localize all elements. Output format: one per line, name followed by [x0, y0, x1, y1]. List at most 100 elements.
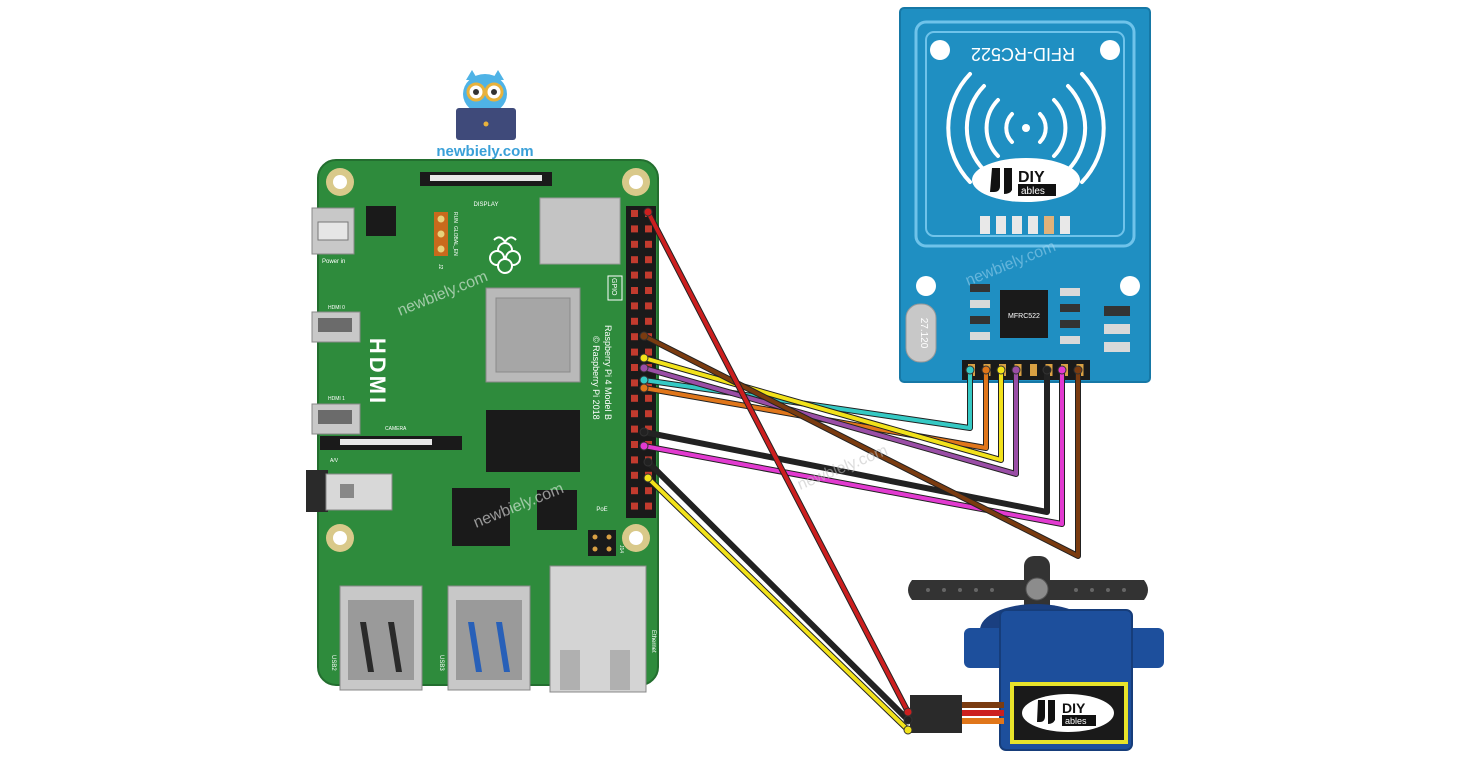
ethernet-chip: [537, 490, 577, 530]
wire-endpoint: [639, 441, 649, 451]
gpio-pin: [631, 302, 638, 310]
wire-brown: [642, 334, 1080, 558]
wire-endpoints: [639, 207, 1083, 735]
wire-endpoint: [639, 331, 649, 341]
gpio-pin: [631, 441, 638, 448]
servo-cable: [960, 702, 1004, 724]
servo-brand-bottom: ables: [1065, 716, 1087, 726]
servo-horn-holes: [926, 588, 1126, 592]
wire-endpoint: [639, 427, 649, 437]
gpio-pin: [631, 348, 638, 356]
gpio-pin: [631, 502, 638, 510]
model-line1: Raspberry Pi 4 Model B: [603, 325, 613, 420]
rfid-brand-top: DIY: [1018, 169, 1045, 186]
servo-motor: DIY ables: [908, 556, 1164, 751]
gpio-label: GPIO: [610, 278, 617, 296]
wire-endpoint: [981, 365, 991, 375]
wire-yellow: [642, 356, 1003, 462]
usb2-label: USB2: [330, 655, 336, 671]
gpio-pin: [631, 225, 638, 233]
wire-endpoint: [996, 365, 1006, 375]
rfid-hole-br: [1120, 276, 1140, 296]
ethernet-label: Ethernet: [650, 630, 656, 653]
j14-label: J14: [618, 545, 624, 553]
usb3-port: [447, 585, 531, 691]
gpio-pin: [645, 487, 652, 495]
rfid-pin: [1030, 364, 1037, 376]
wire-red: [646, 210, 910, 714]
wire-endpoint: [639, 383, 649, 393]
wire-black: [646, 460, 910, 722]
model-line2: © Raspberry Pi 2018: [591, 336, 601, 420]
gpio-pin: [631, 487, 638, 495]
rfid-hole-bl: [916, 276, 936, 296]
gpio-pin: [631, 471, 638, 479]
gpio-pin: [631, 364, 638, 371]
ethernet-port: [549, 565, 647, 693]
gpio-pin: [645, 348, 652, 356]
usb-controller-chip: [452, 488, 510, 546]
wire-yellow: [646, 476, 910, 732]
gpio-pin: [631, 256, 638, 264]
wire-endpoint: [639, 363, 649, 373]
gpio-pin: [631, 333, 638, 341]
gpio-pin: [631, 425, 638, 433]
ram-chip: [486, 410, 580, 472]
servo-brand-top: DIY: [1062, 700, 1086, 716]
site-name: newbiely.com: [436, 143, 533, 160]
av-jack: [306, 470, 328, 512]
gpio-pin: [631, 456, 638, 464]
rfid-pin-header: [962, 360, 1090, 380]
rfid-title: RFID-RC522: [971, 44, 1075, 64]
newbiely-logo: newbiely.com: [436, 70, 534, 160]
antenna-coil: [914, 20, 1136, 248]
gpio-pin: [631, 210, 638, 217]
wire-endpoint: [639, 353, 649, 363]
wire-purple: [642, 366, 1018, 476]
mounting-holes: [326, 168, 650, 552]
gpio-pin: [631, 394, 638, 402]
rfid-hole-tr: [1100, 40, 1120, 60]
rfid-brand-bottom: ables: [1021, 186, 1045, 197]
wifi-module: [539, 197, 621, 265]
gpio-pin: [631, 287, 638, 294]
gpio-pin: [645, 502, 652, 510]
wire-orange: [642, 368, 988, 450]
gpio-pin: [645, 410, 652, 418]
raspberry-logo-icon: [489, 236, 521, 274]
hdmi0-label: HDMI 0: [328, 305, 345, 311]
wire-endpoint: [1042, 365, 1052, 375]
hdmi1-label: HDMI 1: [328, 396, 345, 402]
wire-endpoint: [639, 375, 649, 385]
wire-endpoint: [1073, 365, 1083, 375]
gpio-pin: [631, 317, 638, 325]
wires: [641, 209, 1081, 733]
power-label: Power in: [322, 259, 345, 265]
gpio-pin: [631, 379, 638, 387]
gpio-pin: [645, 271, 652, 279]
mfrc522-chip: MFRC522: [1000, 290, 1048, 338]
gpio-pin: [631, 410, 638, 418]
wire-endpoint: [643, 207, 653, 217]
j2-label: J2: [437, 264, 443, 270]
rfid-diyables-logo: DIY ables: [972, 158, 1080, 202]
rfid-hole-tl: [930, 40, 950, 60]
wire-endpoint: [903, 715, 913, 725]
run-label: RUN: [452, 212, 458, 223]
gpio-pin: [645, 225, 652, 233]
gpio-pin: [645, 287, 652, 294]
smd-row-top: [980, 216, 1070, 234]
gpio-pin: [645, 302, 652, 310]
gpio-pin: [631, 240, 638, 248]
wire-endpoint: [643, 457, 653, 467]
wire-endpoint: [903, 725, 913, 735]
wire-endpoint: [903, 707, 913, 717]
camera-label: CAMERA: [385, 426, 407, 432]
wireless-signal-icon: [946, 72, 1106, 184]
chip-label: MFRC522: [1008, 313, 1040, 320]
servo-diyables-label: DIY ables: [1010, 682, 1128, 744]
usb3-label: USB3: [438, 655, 444, 671]
poe-header: [588, 530, 616, 556]
